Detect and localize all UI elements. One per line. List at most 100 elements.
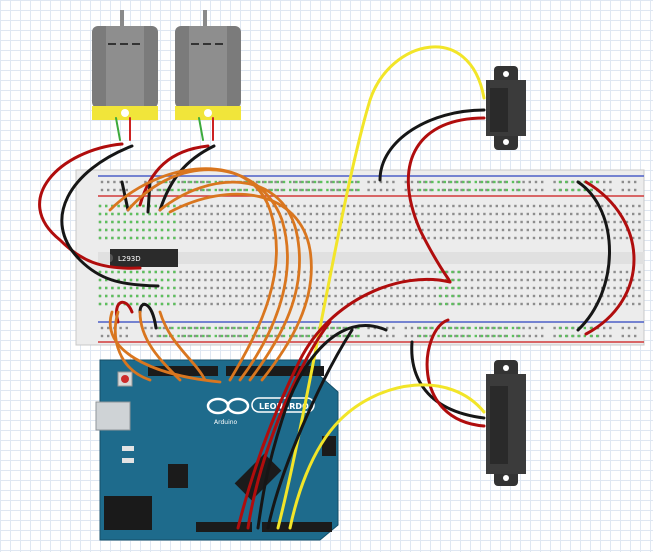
- breadboard-hole: [148, 220, 151, 224]
- breadboard-hole: [545, 220, 548, 224]
- breadboard-hole: [187, 326, 190, 330]
- breadboard-hole: [514, 278, 517, 282]
- breadboard-hole: [204, 270, 207, 274]
- breadboard-hole: [346, 236, 350, 240]
- dc-motor-1: [92, 10, 158, 120]
- breadboard-hole: [520, 278, 523, 282]
- breadboard-hole: [198, 204, 201, 208]
- breadboard-hole: [520, 220, 523, 224]
- breadboard-hole: [353, 212, 356, 216]
- breadboard-hole: [179, 302, 182, 306]
- breadboard-hole: [528, 188, 531, 192]
- breadboard-hole: [514, 220, 517, 224]
- breadboard-hole: [235, 302, 238, 306]
- breadboard-hole: [241, 212, 244, 216]
- breadboard-hole: [545, 228, 548, 232]
- breadboard-hole: [299, 334, 302, 338]
- breadboard-hole: [260, 278, 263, 282]
- breadboard-hole: [532, 220, 536, 224]
- breadboard-hole: [480, 180, 484, 184]
- breadboard-hole: [123, 236, 126, 240]
- breadboard-hole: [625, 204, 629, 208]
- breadboard-hole: [243, 334, 246, 338]
- breadboard-hole: [427, 302, 430, 306]
- breadboard-hole: [200, 188, 203, 192]
- breadboard-hole: [621, 188, 624, 192]
- breadboard-hole: [485, 334, 488, 338]
- breadboard-hole: [408, 204, 412, 208]
- breadboard-hole: [200, 326, 203, 330]
- breadboard-hole: [613, 302, 616, 306]
- breadboard-hole: [638, 286, 641, 290]
- breadboard-hole: [309, 220, 312, 224]
- breadboard-hole: [565, 326, 568, 330]
- breadboard-hole: [330, 326, 333, 330]
- breadboard-hole: [570, 236, 573, 240]
- breadboard-hole: [377, 302, 381, 306]
- breadboard-hole: [353, 278, 356, 282]
- breadboard-hole: [501, 302, 505, 306]
- breadboard-hole: [191, 286, 195, 290]
- breadboard-hole: [474, 334, 477, 338]
- breadboard-hole: [313, 326, 317, 330]
- breadboard-hole: [514, 302, 517, 306]
- breadboard-hole: [495, 278, 498, 282]
- breadboard-hole: [480, 326, 484, 330]
- wire-arduino-black-2: [266, 328, 354, 530]
- breadboard-hole: [489, 294, 492, 298]
- breadboard-hole: [156, 334, 159, 338]
- breadboard-hole: [169, 326, 172, 330]
- breadboard-hole: [384, 212, 387, 216]
- breadboard-hole: [280, 188, 283, 192]
- breadboard-hole: [204, 302, 207, 306]
- breadboard-hole: [289, 188, 292, 192]
- breadboard-hole: [495, 204, 498, 208]
- breadboard-hole: [402, 204, 405, 208]
- breadboard-hole: [351, 180, 354, 184]
- breadboard-hole: [136, 286, 139, 290]
- breadboard-hole: [508, 302, 511, 306]
- breadboard-hole: [576, 220, 579, 224]
- breadboard-hole: [514, 236, 517, 240]
- breadboard-hole: [224, 326, 228, 330]
- breadboard-hole: [571, 180, 574, 184]
- breadboard-hole: [227, 188, 230, 192]
- breadboard-hole: [408, 228, 412, 232]
- breadboard-hole: [451, 270, 454, 274]
- breadboard-hole: [322, 220, 325, 224]
- motor-1-lead-green: [115, 117, 121, 141]
- breadboard-hole: [105, 228, 108, 232]
- wire-sensor-bottom-red: [425, 318, 486, 428]
- wire-orange-4: [168, 192, 313, 382]
- breadboard-hole: [495, 220, 498, 224]
- breadboard-hole: [247, 236, 250, 240]
- breadboard-hole: [402, 220, 405, 224]
- breadboard-hole: [464, 278, 467, 282]
- breadboard-hole: [601, 228, 604, 232]
- breadboard-hole: [558, 326, 562, 330]
- breadboard-hole: [344, 180, 348, 184]
- breadboard-hole: [625, 270, 629, 274]
- breadboard-hole: [402, 212, 405, 216]
- breadboard-hole: [577, 188, 580, 192]
- breadboard-hole: [408, 302, 412, 306]
- breadboard-hole: [470, 220, 474, 224]
- breadboard-hole: [187, 334, 190, 338]
- breadboard-hole: [445, 302, 448, 306]
- breadboard-hole: [607, 204, 610, 208]
- breadboard-hole: [371, 302, 374, 306]
- breadboard-hole: [483, 302, 486, 306]
- breadboard-hole: [222, 212, 226, 216]
- breadboard-hole: [355, 180, 358, 184]
- breadboard-hole: [181, 180, 184, 184]
- breadboard-hole: [297, 286, 300, 290]
- breadboard-hole: [479, 180, 482, 184]
- breadboard-hole: [247, 270, 250, 274]
- breadboard-hole: [235, 270, 238, 274]
- breadboard-hole: [338, 334, 341, 338]
- breadboard-hole: [98, 212, 102, 216]
- breadboard-hole: [493, 188, 496, 192]
- breadboard-hole: [491, 334, 494, 338]
- breadboard-hole: [454, 326, 457, 330]
- breadboard-hole: [443, 334, 446, 338]
